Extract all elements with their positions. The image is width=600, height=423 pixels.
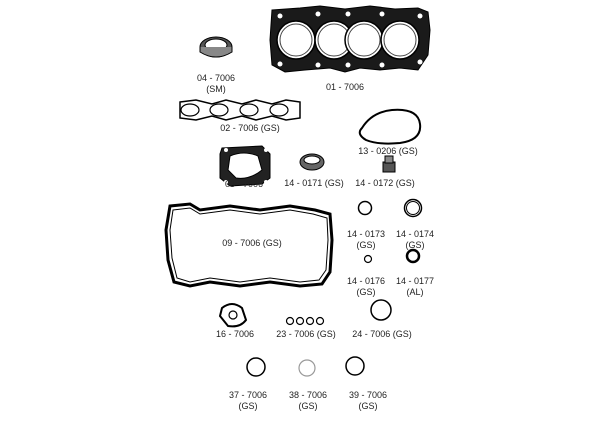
label-16: 16 - 7006 <box>215 329 255 339</box>
label-14-0177: 14 - 0177(AL) <box>395 276 435 297</box>
valve-cover-gasket <box>164 202 334 288</box>
head-gasket <box>269 5 431 73</box>
label-02: 02 - 7006 (GS) <box>220 123 280 133</box>
small-flange-gasket <box>218 303 248 328</box>
label-13: 13 - 0206 (GS) <box>358 146 418 156</box>
label-09: 09 - 7006 (GS) <box>222 238 282 248</box>
label-14-0176: 14 - 0176(GS) <box>346 276 386 297</box>
label-37: 37 - 7006(GS) <box>228 390 268 411</box>
o-ring-37 <box>246 357 266 377</box>
parts-drawing <box>164 5 431 377</box>
label-14-0173: 14 - 0173(GS) <box>346 229 386 250</box>
o-ring-0176 <box>363 254 373 264</box>
valve-stem-seal <box>382 155 396 173</box>
throttle-body-gasket <box>219 145 271 187</box>
o-ring-0173 <box>357 200 373 216</box>
intake-manifold-gasket <box>179 99 301 121</box>
o-ring-0174 <box>403 198 423 218</box>
label-38: 38 - 7006(GS) <box>288 390 328 411</box>
o-ring-0174-inner <box>406 201 420 215</box>
o-ring-39 <box>345 356 365 376</box>
label-04: 04 - 7006(SM) <box>196 73 236 94</box>
label-03: 03 - 7006 <box>224 179 264 189</box>
label-23: 23 - 7006 (GS) <box>276 329 336 339</box>
label-14-0174: 14 - 0174(GS) <box>395 229 435 250</box>
o-ring-24 <box>370 299 392 321</box>
label-01: 01 - 7006 <box>325 82 365 92</box>
cover-gasket <box>358 108 422 145</box>
o-ring-38 <box>298 359 316 377</box>
washer-0177 <box>405 248 421 264</box>
o-ring-set <box>285 316 325 326</box>
oil-seal <box>299 153 325 171</box>
label-14-0171: 14 - 0171 (GS) <box>284 178 344 188</box>
label-14-0172: 14 - 0172 (GS) <box>355 178 415 188</box>
seal-ring <box>199 36 233 58</box>
label-39: 39 - 7006(GS) <box>348 390 388 411</box>
label-24: 24 - 7006 (GS) <box>352 329 412 339</box>
gasket-kit-diagram: 04 - 7006(SM) 01 - 7006 02 - 7006 (GS) 1… <box>164 5 435 411</box>
